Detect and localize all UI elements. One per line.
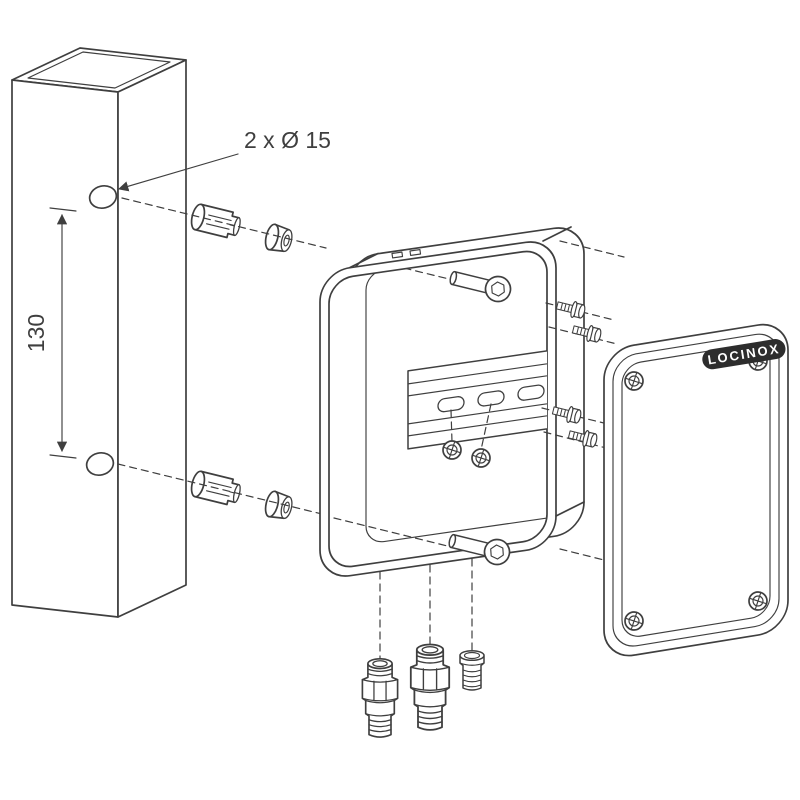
enclosure-cover: LOCINOX: [603, 323, 789, 657]
dimension-tick-top: [49, 207, 77, 212]
cover-gasket-line-1: [612, 333, 780, 647]
loose-screws: [541, 296, 618, 450]
din-rail: [407, 342, 547, 450]
sealing-plug: [459, 649, 485, 691]
box-corner-edge-bottomright: [555, 501, 585, 517]
rail-slot-3: [517, 384, 545, 401]
enclosure-box: [319, 226, 585, 577]
loose-screw-leader-2: [548, 326, 618, 345]
hole-spec-callout: 2 x Ø 15: [118, 127, 331, 192]
brand-logo-pill: [702, 339, 786, 370]
dimension-tick-bottom: [49, 454, 77, 459]
box-corner-edge-topright: [542, 226, 572, 242]
post-tube-opening: [27, 51, 171, 89]
assembly-centerlines-left: [117, 197, 331, 517]
cable-gland-2: [409, 643, 451, 731]
rail-profile-lines: [407, 355, 547, 437]
mounting-hole-bottom: [85, 451, 115, 477]
centerline-top: [121, 197, 327, 249]
leader-arrow: [118, 153, 239, 192]
flange-nut-bottom: [262, 489, 296, 523]
vent-slot-1: [391, 251, 404, 259]
vent-slot-2: [409, 248, 422, 257]
rail-screw-leader-2: [480, 403, 492, 451]
mounting-hole-top: [88, 184, 118, 210]
cable-gland-group: [361, 558, 485, 739]
rail-screw-leader-1: [450, 409, 453, 443]
dimension-130: 130: [23, 207, 77, 459]
hole-spec-label: 2 x Ø 15: [244, 127, 331, 153]
cover-gasket-line-2: [621, 343, 771, 637]
box-corner-edge-topleft: [349, 252, 379, 269]
post-side-face: [117, 59, 187, 618]
centerline-bottom: [117, 463, 331, 517]
centerline-cover-top: [559, 240, 625, 258]
cable-gland-1: [361, 657, 399, 739]
cover-face: [603, 323, 789, 657]
dimension-label: 130: [23, 314, 49, 352]
